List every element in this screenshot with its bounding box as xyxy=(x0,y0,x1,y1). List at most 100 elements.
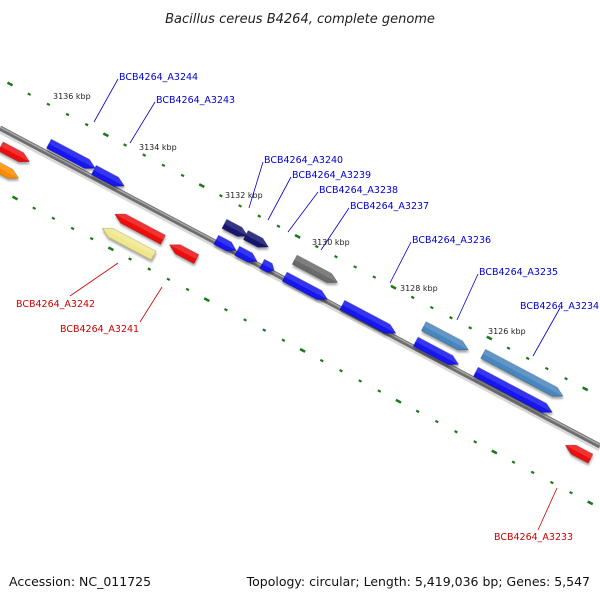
scale-labels: 3136 kbp 3134 kbp 3132 kbp 3130 kbp 3128… xyxy=(53,92,526,336)
leader-line xyxy=(389,241,412,284)
gene-a3236[interactable] xyxy=(339,300,398,338)
leader-line xyxy=(287,191,319,233)
gene-a3240[interactable] xyxy=(221,219,250,240)
gene-a3243[interactable] xyxy=(91,165,127,191)
gene-a3242-red[interactable] xyxy=(113,210,166,245)
tick-mark xyxy=(70,226,75,231)
scale-label: 3126 kbp xyxy=(488,327,526,336)
topology-text: Topology: circular; Length: 5,419,036 bp… xyxy=(246,574,590,589)
gene-label-a3240[interactable]: BCB4264_A3240 xyxy=(264,155,343,166)
tick-mark xyxy=(123,143,127,147)
tick-mark xyxy=(410,295,415,300)
gene-a3234-steel[interactable] xyxy=(480,349,565,401)
tick-mark xyxy=(102,132,110,138)
label-leader-lines xyxy=(69,78,561,531)
gene-a3240-b[interactable] xyxy=(213,235,238,254)
gene-red-left[interactable] xyxy=(0,141,31,166)
gene-label-a3236[interactable]: BCB4264_A3236 xyxy=(412,235,491,246)
gene-a3237-highlight xyxy=(284,272,328,300)
gene-a3237-gray-highlight xyxy=(294,255,338,283)
gene-a3234[interactable] xyxy=(473,367,555,416)
gene-label-a3239[interactable]: BCB4264_A3239 xyxy=(292,170,371,181)
gene-a3239[interactable] xyxy=(243,230,271,252)
tick-mark xyxy=(276,224,281,228)
tick-mark xyxy=(569,490,573,495)
tick-mark xyxy=(223,308,228,312)
leader-line xyxy=(93,78,119,123)
tick-mark xyxy=(203,297,210,303)
tick-mark xyxy=(6,81,14,87)
accession-text: Accession: NC_011725 xyxy=(9,574,151,589)
gene-label-a3235[interactable]: BCB4264_A3235 xyxy=(479,267,558,278)
gene-a3239-highlight xyxy=(245,230,269,247)
scale-label: 3136 kbp xyxy=(53,92,91,101)
tick-mark xyxy=(51,216,56,221)
leader-line xyxy=(532,307,561,357)
gene-a3235[interactable] xyxy=(413,336,460,368)
gene-a3234-steel-highlight xyxy=(483,349,563,397)
tick-mark xyxy=(564,376,568,381)
tick-mark xyxy=(314,244,319,249)
gene-a3244[interactable] xyxy=(46,139,98,172)
tick-mark xyxy=(377,389,382,393)
leader-line xyxy=(320,207,350,251)
gene-a3238[interactable] xyxy=(259,259,276,275)
gene-label-a3241[interactable]: BCB4264_A3241 xyxy=(60,324,139,335)
map-title: Bacillus cereus B4264, complete genome xyxy=(165,12,435,27)
tick-mark xyxy=(339,369,343,373)
tick-mark xyxy=(454,430,458,434)
gene-label-a3237[interactable]: BCB4264_A3237 xyxy=(350,201,429,212)
gene-a3234-highlight xyxy=(476,367,552,413)
gene-a3235-steel[interactable] xyxy=(421,321,471,354)
tick-mark xyxy=(544,366,549,371)
tick-mark xyxy=(372,275,377,279)
leader-line xyxy=(139,286,163,323)
tick-mark xyxy=(582,386,589,392)
gene-label-a3238[interactable]: BCB4264_A3238 xyxy=(319,185,398,196)
gene-label-a3242[interactable]: BCB4264_A3242 xyxy=(16,299,95,310)
gene-a3239-b-highlight xyxy=(237,246,257,262)
gene-a3241[interactable] xyxy=(167,241,200,264)
gene-label-a3233[interactable]: BCB4264_A3233 xyxy=(494,532,573,543)
tick-mark xyxy=(415,409,420,414)
tick-mark xyxy=(161,163,166,168)
tick-mark xyxy=(525,356,530,361)
gene-orange-left-highlight xyxy=(0,159,19,179)
gene-a3239-b[interactable] xyxy=(234,246,259,265)
gene-label-a3234[interactable]: BCB4264_A3234 xyxy=(520,301,599,312)
tick-mark xyxy=(128,257,132,261)
gene-orange-left[interactable] xyxy=(0,159,21,183)
gene-a3242-highlight xyxy=(102,228,156,256)
gene-a3242-red-highlight xyxy=(115,214,166,240)
tick-mark xyxy=(587,500,594,506)
tick-mark xyxy=(511,460,516,464)
tick-mark xyxy=(473,440,478,444)
gene-a3241-highlight xyxy=(169,244,199,260)
tick-mark xyxy=(147,267,152,271)
tick-mark xyxy=(429,305,434,310)
tick-mark xyxy=(468,326,473,330)
tick-mark xyxy=(294,233,301,239)
gene-a3237-gray[interactable] xyxy=(292,254,339,286)
leader-line xyxy=(537,487,558,531)
tick-mark xyxy=(434,419,439,424)
tick-mark xyxy=(257,214,262,218)
gene-label-a3244[interactable]: BCB4264_A3244 xyxy=(119,72,198,83)
tick-mark xyxy=(530,470,535,475)
gene-a3237[interactable] xyxy=(282,271,329,303)
tick-mark xyxy=(299,347,306,353)
tick-mark xyxy=(549,480,554,485)
tick-mark xyxy=(89,236,94,241)
scale-label: 3132 kbp xyxy=(225,191,263,200)
leader-line xyxy=(248,161,264,209)
gene-a3242[interactable] xyxy=(100,224,157,261)
tick-mark xyxy=(84,122,89,127)
gene-label-a3243[interactable]: BCB4264_A3243 xyxy=(156,95,235,106)
gene-a3233[interactable] xyxy=(563,441,594,464)
tick-mark xyxy=(395,398,402,404)
gene-a3243-highlight xyxy=(93,165,125,186)
tick-mark xyxy=(238,204,243,208)
tick-mark xyxy=(334,255,338,259)
tick-mark xyxy=(142,153,147,157)
